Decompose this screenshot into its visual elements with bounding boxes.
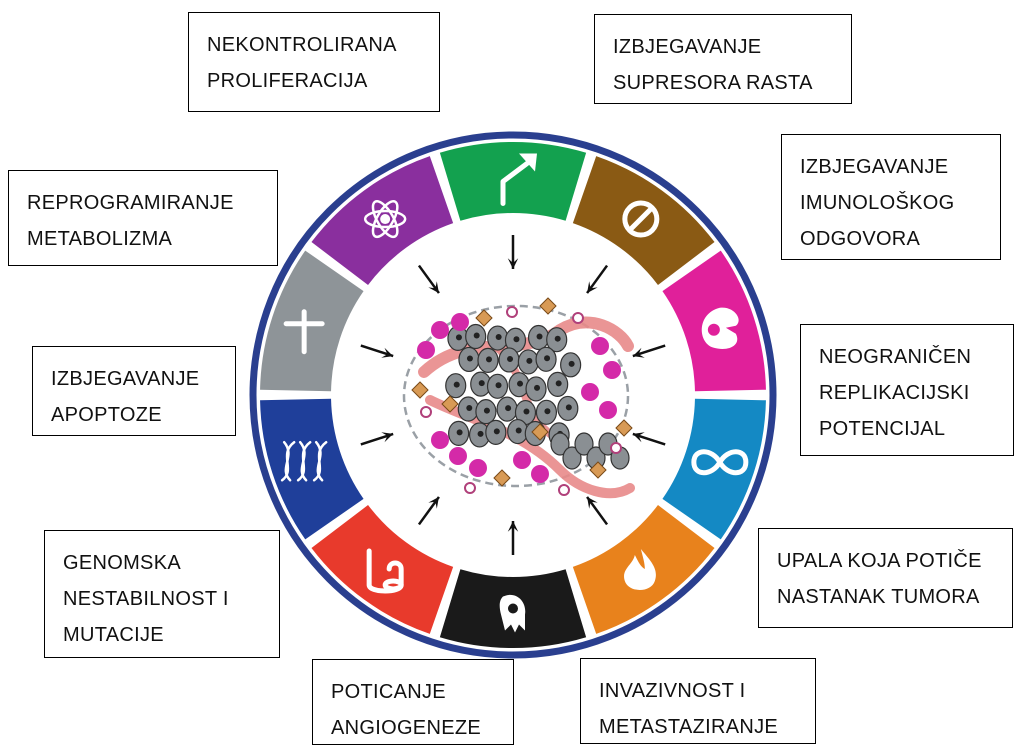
segment-proliferation [439, 142, 587, 221]
stromal-cell [441, 395, 459, 413]
dna-icon [280, 440, 328, 482]
immune-cell [603, 361, 621, 379]
small-cell [558, 484, 570, 496]
segment-genome-instability [260, 398, 364, 540]
outer-ring [249, 131, 777, 659]
stromal-cell [531, 423, 549, 441]
inward-arrow-icon [586, 264, 609, 294]
spreading-cell-icon [499, 594, 526, 633]
immune-cell [417, 341, 435, 359]
immune-cell [431, 431, 449, 449]
immune-cell-icon [701, 307, 739, 350]
immune-cell [581, 383, 599, 401]
segment-apoptosis [260, 250, 364, 392]
vessel-icon [366, 548, 404, 594]
small-cell [610, 442, 622, 454]
small-cell [572, 312, 584, 324]
stromal-cell [539, 297, 557, 315]
immune-cell [531, 465, 549, 483]
arrow-turn-icon [500, 153, 537, 206]
inward-arrow-icon [632, 344, 666, 358]
cross-icon [283, 309, 325, 355]
immune-cell [599, 401, 617, 419]
inward-arrow-icon [632, 432, 666, 446]
tumor-microenvironment [402, 297, 635, 499]
stromal-cell [615, 419, 633, 437]
inward-arrow-icon [507, 521, 519, 555]
infinity-icon [691, 449, 749, 476]
segment-growth-suppressors [572, 156, 715, 285]
prohibit-icon [622, 200, 660, 238]
inward-arrow-icon [360, 432, 394, 446]
tumor-cell [550, 432, 570, 456]
immune-cell [591, 337, 609, 355]
tumor-cell [562, 446, 582, 470]
immune-cell [469, 459, 487, 477]
inward-arrow-icon [417, 496, 440, 526]
stromal-cell [475, 309, 493, 327]
inward-arrow-icon [586, 496, 609, 526]
immune-cell [431, 321, 449, 339]
inward-arrow-icon [417, 264, 440, 294]
immune-cell [449, 447, 467, 465]
tumor-cell [574, 432, 594, 456]
stromal-cell [493, 469, 511, 487]
small-cell [506, 306, 518, 318]
immune-cell [451, 313, 469, 331]
segment-angiogenesis [311, 505, 454, 634]
small-cell [420, 406, 432, 418]
atom-icon [363, 200, 407, 239]
immune-cell [513, 451, 531, 469]
flame-icon [624, 548, 656, 590]
stromal-cell [411, 381, 429, 399]
stromal-cell [589, 461, 607, 479]
inward-arrow-icon [360, 344, 394, 358]
small-cell [464, 482, 476, 494]
inward-arrow-icon [507, 235, 519, 269]
